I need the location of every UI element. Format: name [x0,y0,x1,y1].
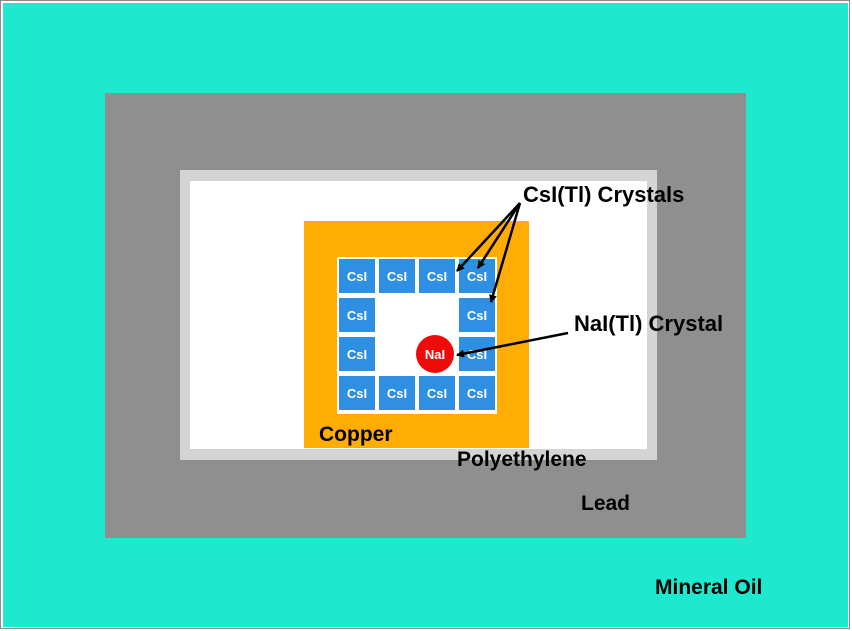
label-csi-crystals: CsI(Tl) Crystals [523,182,685,207]
label-mineral-oil: Mineral Oil [655,576,763,599]
label-polyethylene: Polyethylene [457,448,587,471]
arrow-csi-3 [489,202,522,303]
csi-crystal: CsI [339,259,375,293]
csi-crystal: CsI [419,259,455,293]
csi-crystal: CsI [419,376,455,410]
csi-crystal: CsI [379,259,415,293]
arrow-csi-2 [476,202,522,269]
nai-crystal: NaI [416,335,454,373]
label-lead: Lead [581,492,631,515]
csi-crystal: CsI [379,376,415,410]
csi-crystal: CsI [339,298,375,332]
csi-crystal: CsI [459,298,495,332]
csi-crystal: CsI [459,337,495,371]
csi-crystal: CsI [459,376,495,410]
label-nai-crystal: NaI(Tl) Crystal [574,311,724,336]
csi-crystal: CsI [459,259,495,293]
arrow-nai [456,331,569,358]
csi-crystal: CsI [339,337,375,371]
arrow-csi-1 [456,202,521,272]
label-copper: Copper [319,423,393,446]
csi-crystal: CsI [339,376,375,410]
